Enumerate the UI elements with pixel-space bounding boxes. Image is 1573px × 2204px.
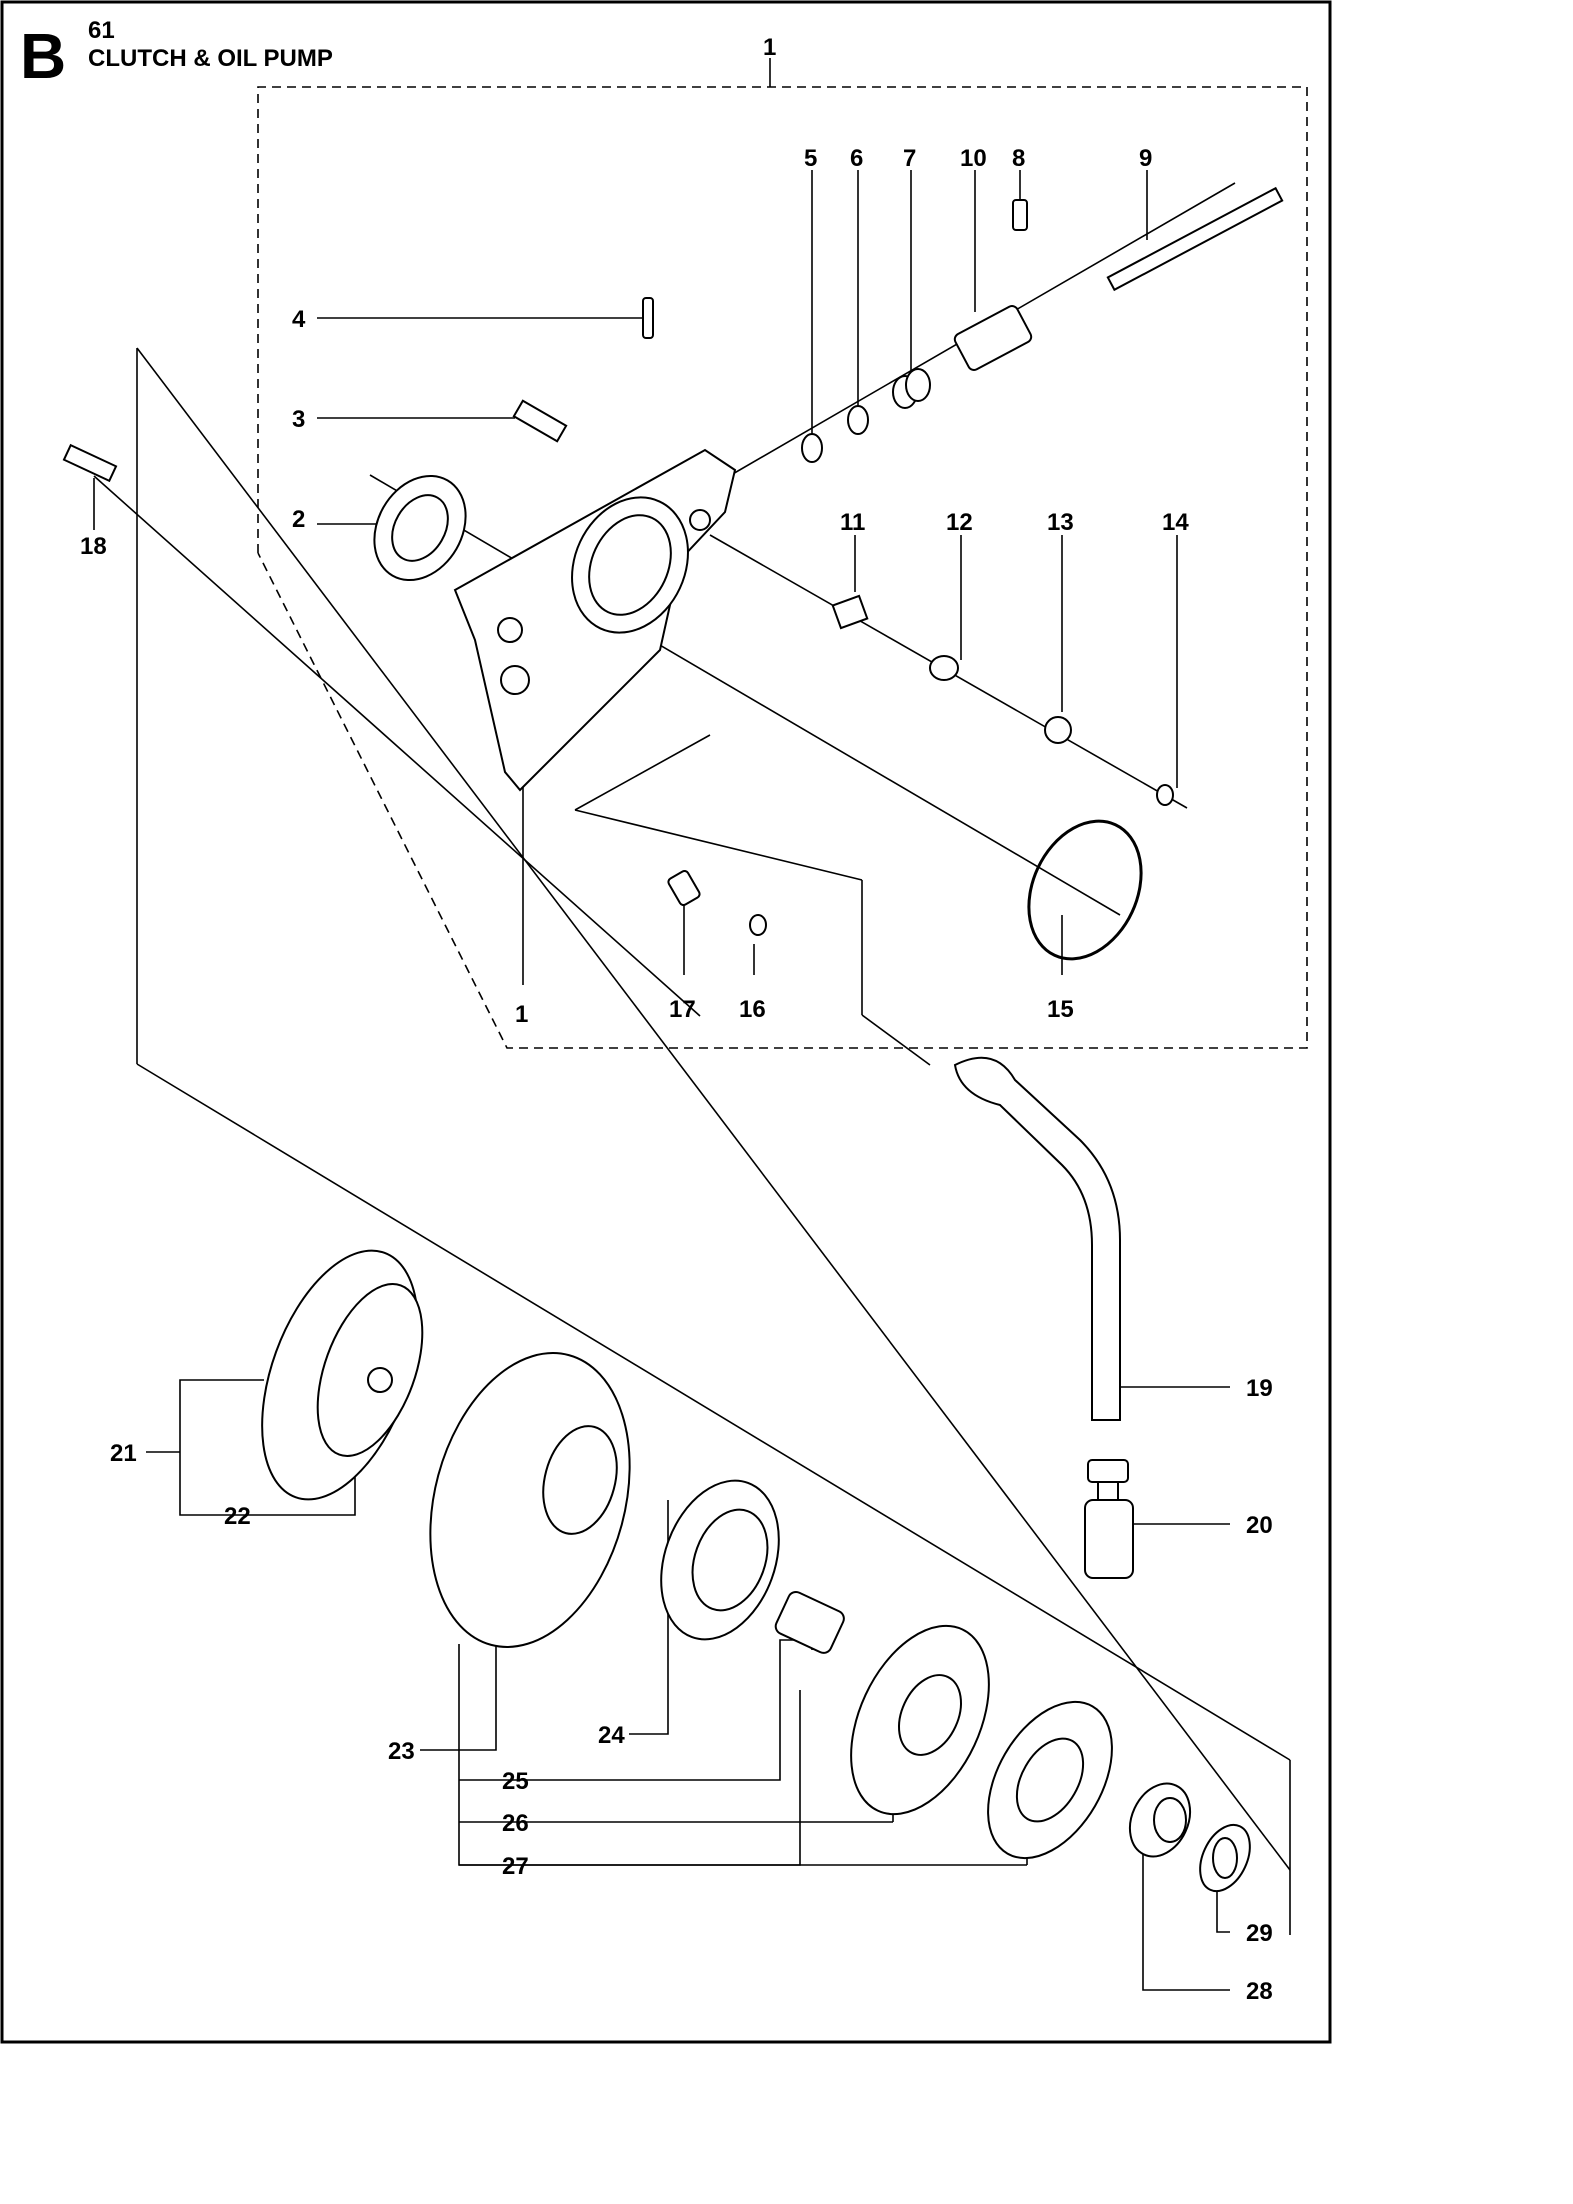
callout-23: 23 (388, 1738, 415, 1765)
callout-12: 12 (946, 509, 973, 536)
callout-19: 19 (1246, 1375, 1273, 1402)
callout-2: 2 (292, 506, 305, 533)
pump-gear-drawing (953, 305, 1033, 371)
callout-27: 27 (502, 1853, 529, 1880)
callout-13: 13 (1047, 509, 1074, 536)
callout-18: 18 (80, 533, 107, 560)
callout-26: 26 (502, 1810, 529, 1837)
callout-22: 22 (224, 1503, 251, 1530)
diagram-frame (0, 0, 1332, 2044)
section-number: 61 (88, 17, 115, 44)
callout-labels: 1 2 3 4 5 6 7 10 8 9 11 12 13 14 18 1 17… (80, 34, 1273, 2005)
section-letter: B (20, 20, 66, 92)
callout-3: 3 (292, 406, 305, 433)
callout-20: 20 (1246, 1512, 1273, 1539)
callout-14: 14 (1162, 509, 1189, 536)
callout-4: 4 (292, 306, 306, 333)
callout-6: 6 (850, 145, 863, 172)
clutch-drum-drawing (429, 1352, 631, 1648)
callout-29: 29 (1246, 1920, 1273, 1947)
callout-1-bottom: 1 (515, 1001, 528, 1028)
callout-5: 5 (804, 145, 817, 172)
callout-16: 16 (739, 996, 766, 1023)
leader-lines (93, 58, 1291, 1991)
o-ring-drawing (1027, 819, 1143, 961)
part-shapes (62, 186, 1284, 1893)
callout-10: 10 (960, 145, 987, 172)
callout-11: 11 (840, 509, 865, 536)
callout-8: 8 (1012, 145, 1025, 172)
oil-hose-drawing (953, 1056, 1121, 1421)
callout-25: 25 (502, 1768, 529, 1795)
needle-bearing-drawing (774, 1591, 845, 1654)
callout-17: 17 (669, 996, 696, 1023)
callout-1-top: 1 (763, 34, 776, 61)
callout-15: 15 (1047, 996, 1074, 1023)
callout-7: 7 (903, 145, 916, 172)
callout-24: 24 (598, 1722, 625, 1749)
callout-28: 28 (1246, 1978, 1273, 2005)
callout-9: 9 (1139, 145, 1152, 172)
assembly-1-boundary (257, 86, 1308, 1049)
pump-shaft-drawing (1106, 186, 1284, 292)
callout-21: 21 (110, 1440, 137, 1467)
section-title: CLUTCH & OIL PUMP (88, 45, 333, 72)
oil-filter-drawing (1087, 1459, 1129, 1483)
